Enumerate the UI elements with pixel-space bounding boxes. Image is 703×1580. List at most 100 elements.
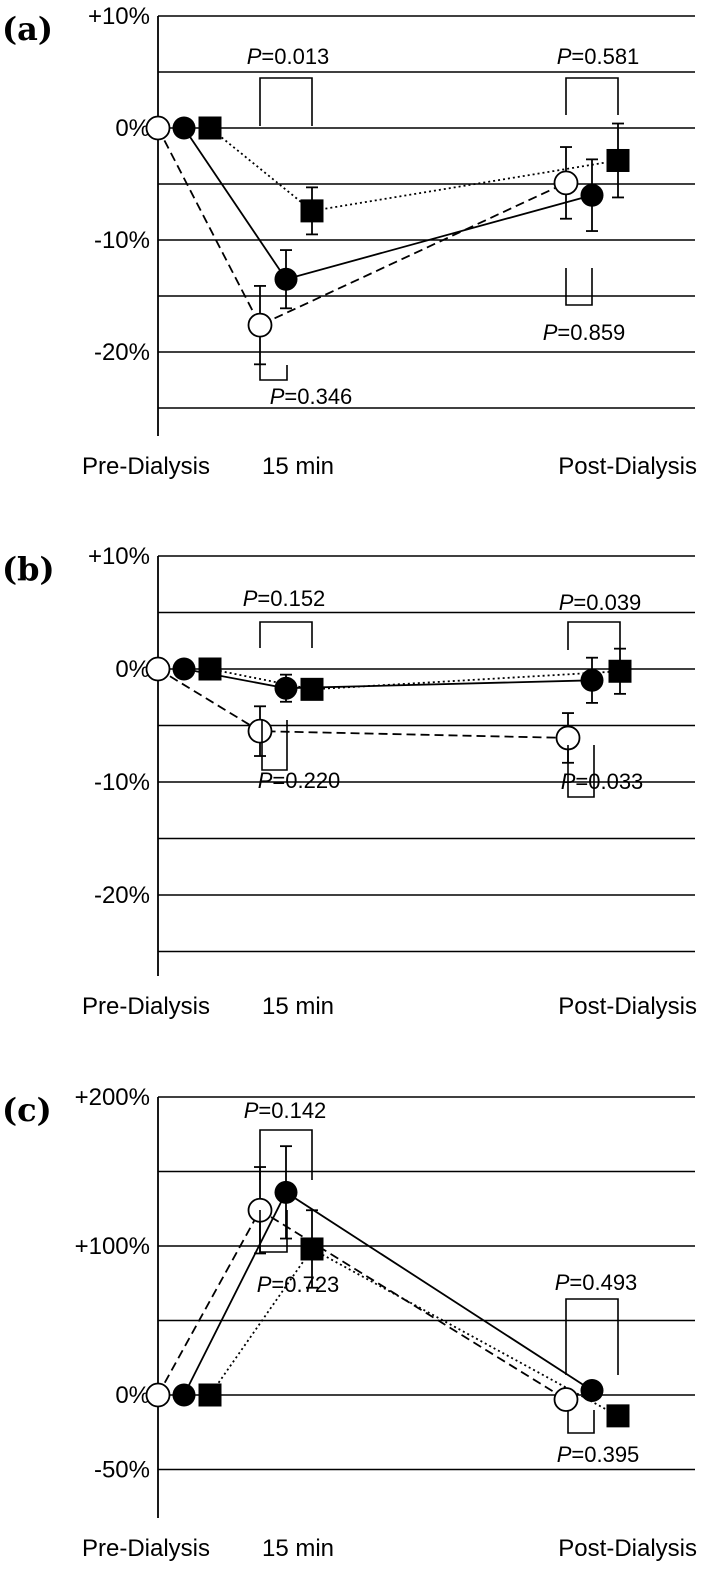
data-point-open-circle (553, 170, 579, 196)
x-tick-label: 15 min (262, 453, 334, 480)
p-symbol: P (244, 1098, 259, 1123)
significance-bracket (567, 1410, 595, 1434)
data-point-filled-circle (274, 676, 298, 700)
data-point-open-circle (145, 115, 171, 141)
significance-bracket (259, 621, 313, 648)
series-line (183, 1191, 593, 1396)
significance-bracket (259, 1129, 313, 1180)
chart-panel-a: (a) +10% 0% -10% -20% Pre-Dialysis 15 min Post-… (2, 3, 697, 480)
p-value-label: P=0.493 (555, 1270, 638, 1295)
p-value: =0.581 (571, 44, 639, 69)
y-tick-label: -50% (94, 1457, 150, 1484)
y-tick-label: -20% (94, 339, 150, 366)
p-value-label: P=0.859 (543, 320, 626, 345)
data-point-filled-circle (580, 1379, 604, 1403)
significance-bracket (567, 621, 621, 650)
data-point-filled-circle (274, 267, 298, 291)
chart-panel-b: (b) +10% 0% -10% -20% Pre-Dialysis 15 min Post-… (2, 543, 697, 1020)
data-point-filled-circle (580, 668, 604, 692)
p-value-label: P=0.220 (258, 768, 341, 793)
p-symbol: P (559, 590, 574, 615)
y-tick-label: +10% (88, 543, 150, 570)
y-tick-label: +200% (75, 1084, 150, 1111)
p-value: =0.395 (571, 1442, 639, 1467)
y-tick-label: 0% (115, 656, 150, 683)
significance-bracket (565, 77, 619, 115)
x-tick-label: Pre-Dialysis (82, 993, 210, 1020)
p-value: =0.033 (575, 769, 643, 794)
p-value-label: P=0.142 (244, 1098, 327, 1123)
p-symbol: P (243, 586, 258, 611)
x-tick-label: 15 min (262, 1535, 334, 1562)
significance-bracket (565, 268, 593, 306)
data-point-filled-square (608, 659, 632, 683)
panel-label: (c) (2, 1091, 52, 1129)
y-tick-label: -10% (94, 769, 150, 796)
data-point-filled-circle (172, 116, 196, 140)
series-line (157, 127, 567, 327)
data-point-filled-square (606, 1404, 630, 1428)
x-tick-label: Post-Dialysis (558, 993, 697, 1020)
p-value-label: P=0.152 (243, 586, 326, 611)
p-symbol: P (257, 1272, 272, 1297)
data-point-filled-circle (172, 657, 196, 681)
p-value-label: P=0.346 (270, 384, 353, 409)
significance-bracket (567, 745, 595, 798)
data-point-open-circle (247, 312, 273, 338)
x-tick-label: Pre-Dialysis (82, 1535, 210, 1562)
p-symbol: P (561, 769, 576, 794)
significance-bracket (259, 77, 313, 126)
p-value: =0.013 (261, 44, 329, 69)
p-value: =0.220 (272, 768, 340, 793)
data-point-filled-square (198, 116, 222, 140)
p-value-label: P=0.723 (257, 1272, 340, 1297)
y-tick-label: +100% (75, 1233, 150, 1260)
data-point-filled-circle (274, 1180, 298, 1204)
panel-label: (b) (2, 550, 55, 588)
data-point-filled-square (606, 148, 630, 172)
data-point-filled-square (300, 1237, 324, 1261)
series-line (209, 127, 619, 212)
p-value-label: P=0.039 (559, 590, 642, 615)
data-point-open-circle (247, 718, 273, 744)
data-point-open-circle (145, 1382, 171, 1408)
data-point-filled-square (300, 677, 324, 701)
y-tick-label: -10% (94, 227, 150, 254)
panel-label: (a) (2, 10, 53, 48)
data-point-filled-square (300, 199, 324, 223)
y-tick-label: +10% (88, 3, 150, 30)
y-tick-label: -20% (94, 882, 150, 909)
series-line (209, 1247, 619, 1417)
p-symbol: P (543, 320, 558, 345)
x-tick-label: Pre-Dialysis (82, 453, 210, 480)
data-point-filled-circle (580, 183, 604, 207)
p-value: =0.859 (557, 320, 625, 345)
significance-bracket (259, 1210, 288, 1253)
p-symbol: P (247, 44, 262, 69)
p-value-label: P=0.033 (561, 769, 644, 794)
p-value: =0.152 (257, 586, 325, 611)
series-line (157, 1208, 567, 1401)
x-tick-label: 15 min (262, 993, 334, 1020)
data-point-open-circle (553, 1387, 579, 1412)
p-symbol: P (270, 384, 285, 409)
p-value: =0.723 (271, 1272, 339, 1297)
data-point-filled-circle (172, 1383, 196, 1407)
x-tick-label: Post-Dialysis (558, 453, 697, 480)
p-value: =0.142 (258, 1098, 326, 1123)
significance-bracket (261, 720, 288, 771)
p-symbol: P (258, 768, 273, 793)
p-symbol: P (555, 1270, 570, 1295)
series-line (183, 127, 593, 281)
data-point-filled-square (198, 1383, 222, 1407)
significance-bracket (259, 365, 288, 381)
p-value-label: P=0.395 (557, 1442, 640, 1467)
data-point-filled-square (198, 657, 222, 681)
p-value: =0.346 (284, 384, 352, 409)
y-tick-label: 0% (115, 115, 150, 142)
data-point-open-circle (145, 656, 171, 682)
p-value-label: P=0.013 (247, 44, 330, 69)
p-value: =0.039 (573, 590, 641, 615)
